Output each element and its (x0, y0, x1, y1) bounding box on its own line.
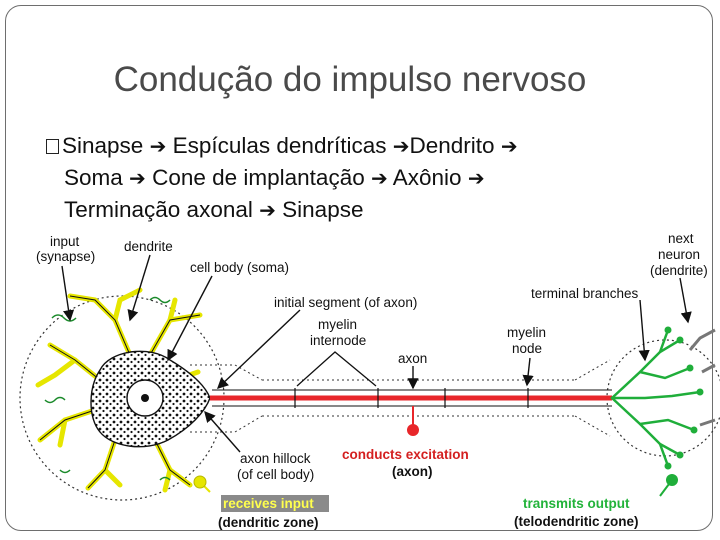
right-arrow-icon: ➔ (467, 166, 485, 190)
bullet-item: Espículas dendríticas (172, 133, 387, 158)
bullet-item: Axônio (392, 165, 462, 190)
slide-title: Condução do impulso nervoso (113, 60, 587, 99)
right-arrow-icon: ➔ (392, 134, 410, 158)
right-arrow-icon: ➔ (259, 198, 276, 222)
right-arrow-icon: ➔ (500, 134, 518, 158)
bullet-line-3: Terminação axonal ➔ Sinapse (46, 194, 686, 226)
bullet-item: Cone de implantação (152, 165, 365, 190)
bullet-item: Sinapse (282, 197, 364, 222)
bullet-item: Terminação axonal (64, 197, 253, 222)
right-arrow-icon: ➔ (370, 166, 388, 190)
bullet-item: Sinapse (62, 133, 144, 158)
right-arrow-icon: ➔ (129, 166, 146, 190)
bullet-line-1: Sinapse ➔ Espículas dendríticas ➔Dendrit… (46, 130, 686, 162)
bullet-item: Dendrito (409, 133, 495, 158)
bullet-item: Soma (64, 165, 123, 190)
bullet-text: Sinapse ➔ Espículas dendríticas ➔Dendrit… (46, 130, 686, 226)
square-bullet-icon (46, 139, 59, 154)
bullet-line-2: Soma ➔ Cone de implantação ➔ Axônio ➔ (46, 162, 686, 194)
right-arrow-icon: ➔ (149, 134, 167, 158)
